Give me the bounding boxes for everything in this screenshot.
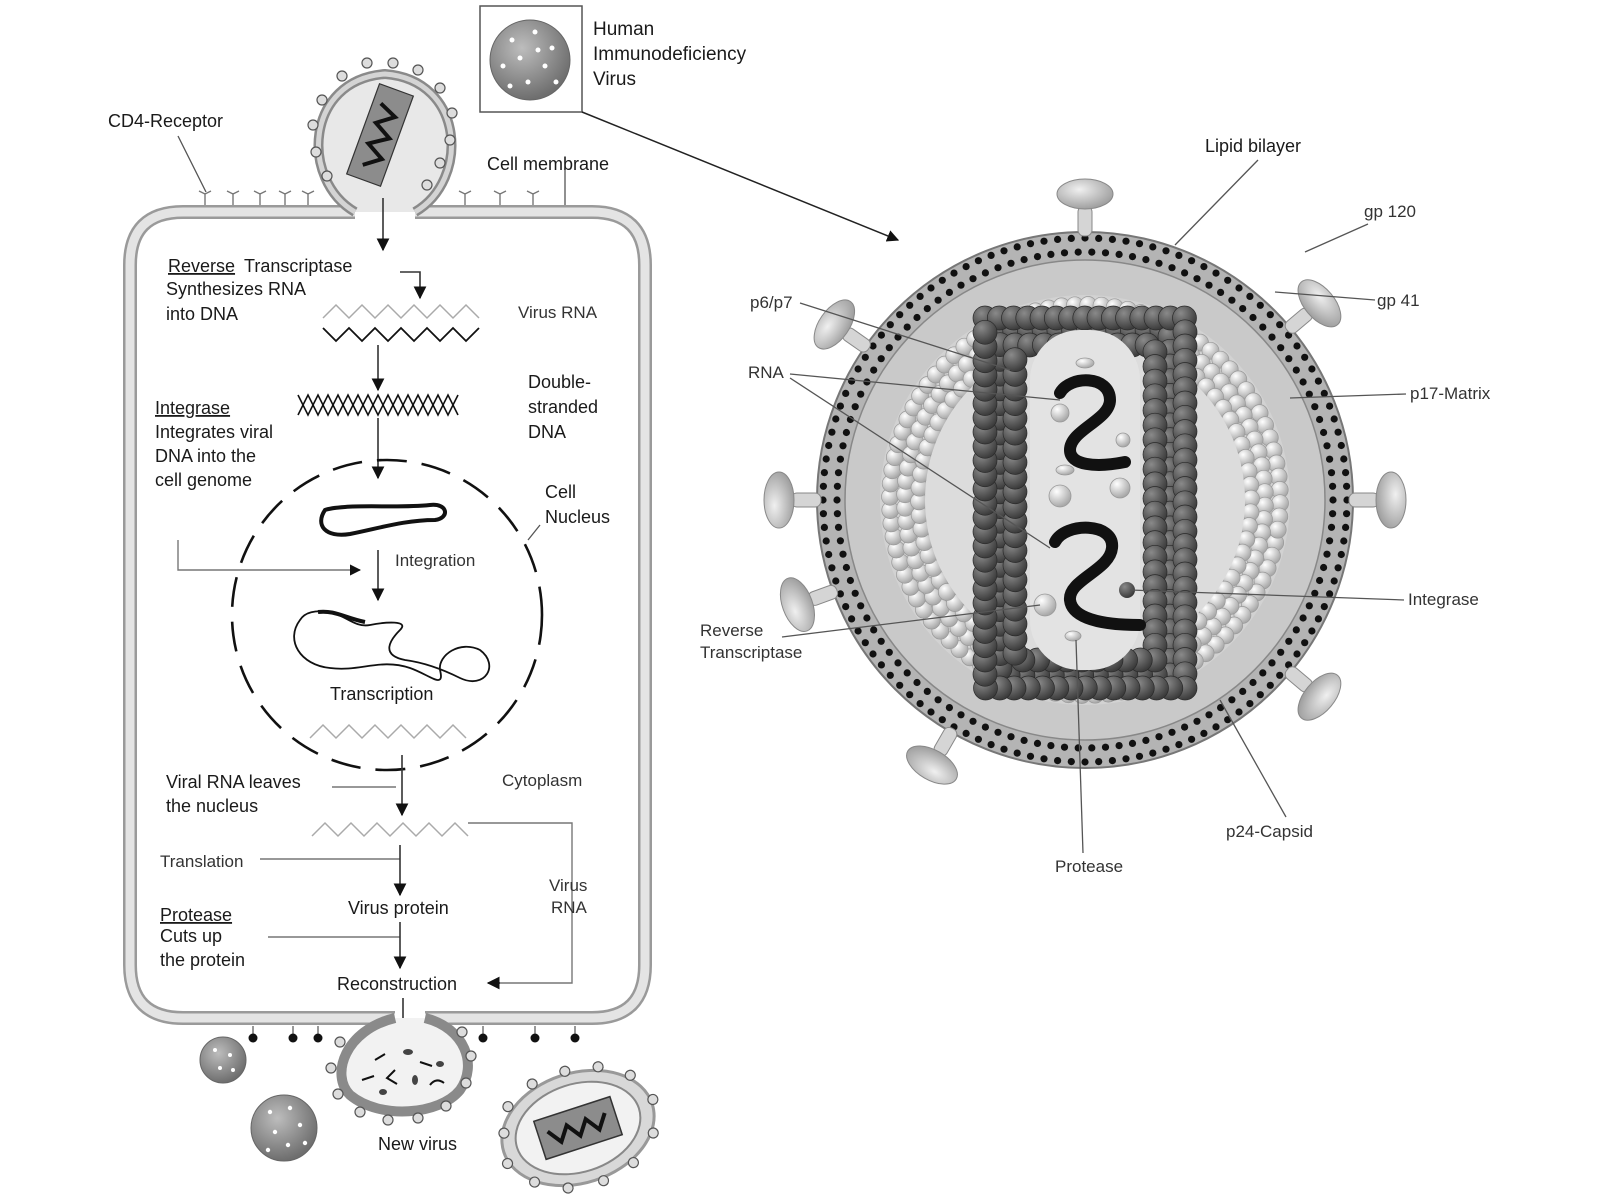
protease-heading: Protease	[160, 905, 232, 925]
virus-rna-strands	[322, 303, 480, 343]
new-virus-label: New virus	[378, 1134, 457, 1154]
bottom-receptor-dots	[248, 1026, 580, 1043]
protease-line2: the protein	[160, 950, 245, 970]
integration-label: Integration	[395, 551, 475, 570]
virion-integrase-label: Integrase	[1408, 590, 1479, 609]
virion-rt-line1: Reverse	[700, 621, 763, 640]
rt-heading-a: Reverse	[168, 256, 235, 276]
nucleus-line1: Cell	[545, 482, 576, 502]
rt-desc-line1: Synthesizes RNA	[166, 279, 306, 299]
lipid-bilayer-dots	[819, 234, 1351, 766]
virus-key-line2: Immunodeficiency	[593, 44, 747, 65]
virion-enzymes	[1033, 357, 1131, 642]
cytoplasm-label: Cytoplasm	[502, 771, 582, 790]
integrase-heading: Integrase	[155, 398, 230, 418]
rna-label: RNA	[748, 363, 785, 382]
nucleus-line2: Nucleus	[545, 507, 610, 527]
virion-rna	[1049, 374, 1146, 631]
leaves-line1: Viral RNA leaves	[166, 772, 301, 792]
integrase-line3: cell genome	[155, 470, 252, 490]
p24-capsid-label: p24-Capsid	[1226, 822, 1313, 841]
cd4-receptor-label: CD4-Receptor	[108, 111, 223, 131]
virus-rna-label: Virus RNA	[518, 303, 598, 322]
dsdna-line3: DNA	[528, 422, 566, 442]
released-virus-medium	[250, 1094, 318, 1162]
translation-label: Translation	[160, 852, 243, 871]
mature-virus	[498, 1061, 659, 1194]
gp120-label: gp 120	[1364, 202, 1416, 221]
lipid-bilayer-label: Lipid bilayer	[1205, 136, 1301, 156]
key-pointer-arrow	[581, 111, 900, 242]
virus-rna2-line2: RNA	[551, 898, 588, 917]
p24-capsid-beads	[972, 305, 1198, 701]
rt-desc-line2: into DNA	[166, 304, 238, 324]
transcription-label: Transcription	[330, 684, 433, 704]
integrase-line2: DNA into the	[155, 446, 256, 466]
gp41-label: gp 41	[1377, 291, 1420, 310]
leaves-line2: the nucleus	[166, 796, 258, 816]
virus-key-line3: Virus	[593, 69, 636, 90]
envelope-spikes	[763, 178, 1407, 785]
rt-heading-b: Transcriptase	[244, 256, 352, 276]
hiv-virion	[763, 178, 1407, 785]
p6p7-label: p6/p7	[750, 293, 793, 312]
cell-nucleus	[230, 458, 544, 772]
virus-rna2-line1: Virus	[549, 876, 587, 895]
protease-line1: Cuts up	[160, 926, 222, 946]
budding-virus	[325, 1013, 477, 1126]
dsdna-line1: Double-	[528, 372, 591, 392]
dsdna-line2: stranded	[528, 397, 598, 417]
host-dna-loop	[319, 502, 447, 537]
p17-matrix-label: p17-Matrix	[1410, 384, 1491, 403]
virus-key-line1: Human	[593, 19, 654, 40]
host-cell	[123, 170, 652, 1043]
cell-membrane-label: Cell membrane	[487, 154, 609, 174]
virion-protease-label: Protease	[1055, 857, 1123, 876]
cd4-receptors	[198, 190, 540, 205]
released-virus-small	[199, 1036, 247, 1084]
integrase-line1: Integrates viral	[155, 422, 273, 442]
virus-key-box: Human Immunodeficiency Virus	[479, 5, 747, 113]
entering-virus	[307, 57, 458, 217]
virus-protein-label: Virus protein	[348, 898, 449, 918]
reconstruction-label: Reconstruction	[337, 974, 457, 994]
virion-rt-line2: Transcriptase	[700, 643, 802, 662]
integrated-genome	[293, 610, 491, 683]
double-stranded-dna	[297, 393, 459, 417]
